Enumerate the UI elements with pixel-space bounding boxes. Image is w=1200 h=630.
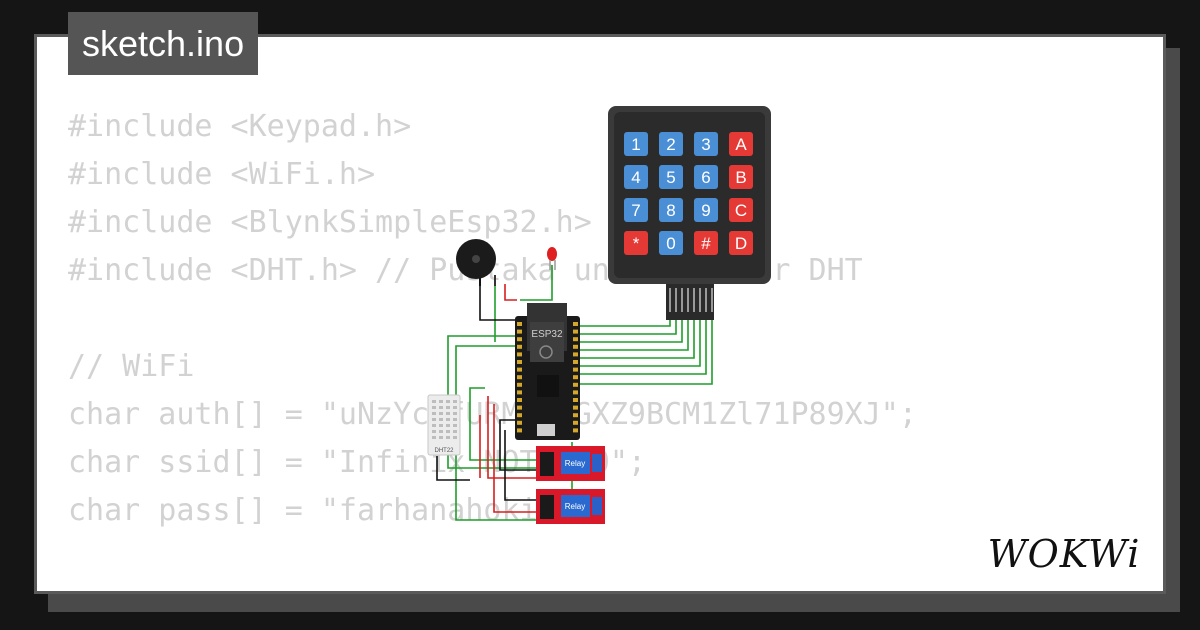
- relay-module-1[interactable]: Relay: [536, 446, 605, 481]
- wire-keypad-4: [575, 318, 689, 351]
- svg-text:C: C: [735, 201, 747, 220]
- led[interactable]: [547, 247, 557, 270]
- svg-text:9: 9: [701, 201, 710, 220]
- key-9[interactable]: 9: [694, 198, 718, 222]
- dht22-label: DHT22: [434, 448, 454, 454]
- wire-relay-2-vcc: [493, 404, 548, 513]
- code-line: char auth[] = "uNzYcSfURMMERGXZ9BCM1Zl71…: [68, 397, 917, 432]
- wokwi-logo-text: WOKWi: [988, 532, 1141, 576]
- keypad-face: [614, 112, 765, 278]
- dht22-grille: [432, 400, 457, 439]
- buzzer-hole: [472, 255, 480, 263]
- key-3[interactable]: 3: [694, 132, 718, 156]
- usb-port: [537, 424, 555, 436]
- wire-dht-gnd: [436, 456, 470, 481]
- svg-text:0: 0: [666, 234, 675, 253]
- key-b[interactable]: B: [729, 165, 753, 189]
- key-hash[interactable]: #: [694, 231, 718, 255]
- esp32-board[interactable]: ESP32: [515, 303, 580, 440]
- key-4[interactable]: 4: [624, 165, 648, 189]
- svg-text:5: 5: [666, 168, 675, 187]
- relay-module-2[interactable]: Relay: [536, 489, 605, 524]
- svg-text:4: 4: [631, 168, 640, 187]
- svg-text:3: 3: [701, 135, 710, 154]
- code-line: // Keypad setup: [68, 583, 917, 591]
- key-star[interactable]: *: [624, 231, 648, 255]
- keypad-keys: 1 2 3 A 4 5 6 B 7 8 9 C * 0 # D: [624, 132, 753, 255]
- wire-keypad-2: [575, 318, 677, 335]
- key-7[interactable]: 7: [624, 198, 648, 222]
- relay-2-label: Relay: [565, 502, 585, 511]
- key-5[interactable]: 5: [659, 165, 683, 189]
- key-1[interactable]: 1: [624, 132, 648, 156]
- espressif-icon: [539, 345, 553, 359]
- esp32-pins-left: [517, 322, 522, 433]
- svg-text:B: B: [735, 168, 746, 187]
- key-8[interactable]: 8: [659, 198, 683, 222]
- key-6[interactable]: 6: [694, 165, 718, 189]
- wire-led-pin: [520, 265, 553, 301]
- wire-keypad-6: [575, 318, 701, 367]
- esp32-label: ESP32: [531, 329, 563, 340]
- wire-gnd-2: [504, 430, 548, 501]
- buzzer[interactable]: [456, 239, 496, 286]
- svg-text:1: 1: [631, 135, 640, 154]
- key-2[interactable]: 2: [659, 132, 683, 156]
- code-card: #include <Keypad.h> #include <WiFi.h> #inc…: [34, 34, 1166, 594]
- relay-1-label: Relay: [565, 459, 585, 468]
- svg-text:D: D: [735, 234, 747, 253]
- code-line: char pass[] = "farhanahoki";: [68, 493, 574, 528]
- led-body: [547, 247, 557, 261]
- svg-text:A: A: [735, 135, 747, 154]
- keypad-header-pins: [666, 284, 714, 320]
- wire-keypad-8: [575, 318, 713, 385]
- esp32-chip: [537, 375, 559, 397]
- wire-buzzer-gnd: [479, 284, 515, 321]
- key-d[interactable]: D: [729, 231, 753, 255]
- wires: [436, 265, 713, 521]
- code-line: // WiFi: [68, 349, 195, 384]
- svg-text:#: #: [701, 234, 711, 253]
- relay-1-block: [561, 452, 590, 474]
- wire-keypad-1: [575, 318, 671, 327]
- file-tab[interactable]: sketch.ino: [68, 12, 259, 75]
- wire-keypad-7: [575, 318, 707, 375]
- keypad[interactable]: 1 2 3 A 4 5 6 B 7 8 9 C * 0 # D: [608, 106, 771, 320]
- wire-keypad-5: [575, 318, 695, 359]
- dht22-sensor[interactable]: DHT22: [427, 394, 461, 456]
- dht22-body: [427, 394, 461, 456]
- key-c[interactable]: C: [729, 198, 753, 222]
- key-a[interactable]: A: [729, 132, 753, 156]
- relay-2-block: [561, 495, 590, 517]
- svg-text:7: 7: [631, 201, 640, 220]
- wire-gnd-1: [499, 419, 548, 471]
- esp32-pins-right: [573, 322, 578, 433]
- svg-text:6: 6: [701, 168, 710, 187]
- code-line: #include <Keypad.h>: [68, 109, 412, 144]
- svg-text:8: 8: [666, 201, 675, 220]
- wire-buzzer-red: [504, 284, 517, 301]
- key-0[interactable]: 0: [659, 231, 683, 255]
- code-line: #include <BlynkSimpleEsp32.h>: [68, 205, 592, 240]
- svg-text:2: 2: [666, 135, 675, 154]
- svg-text:*: *: [633, 234, 640, 253]
- wire-relay-1-vcc: [487, 396, 548, 479]
- code-line: #include <WiFi.h>: [68, 157, 376, 192]
- wokwi-logo: WOKWi: [988, 532, 1141, 576]
- wire-keypad-3: [575, 318, 683, 343]
- wire-dht: [469, 387, 548, 461]
